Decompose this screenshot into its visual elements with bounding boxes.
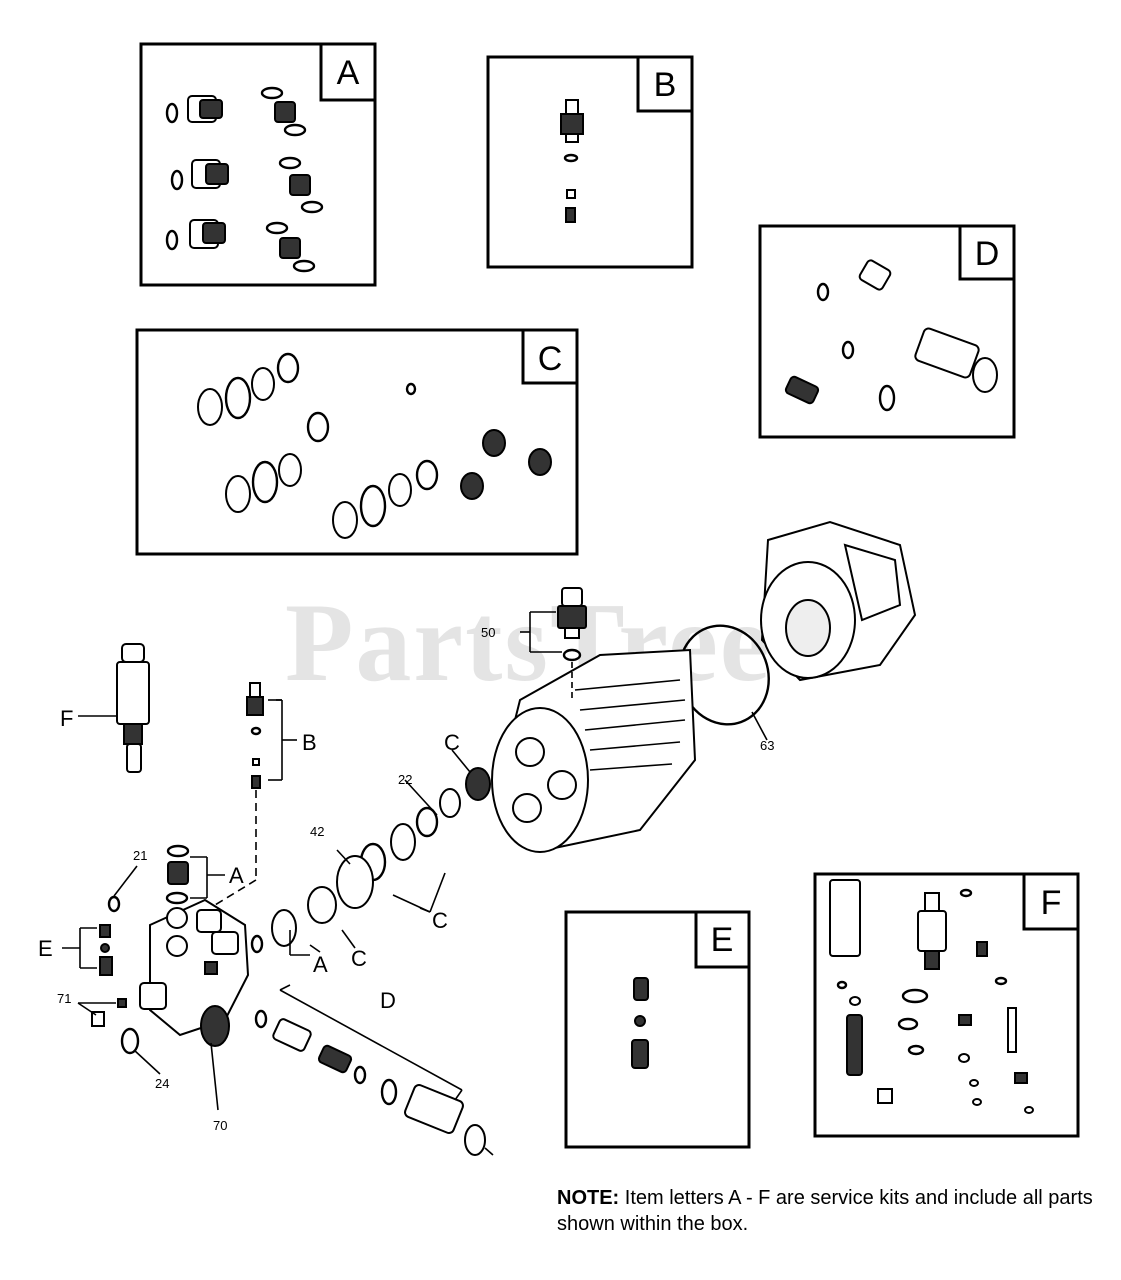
kit-c-seals-icon [197, 352, 552, 539]
callout-a-2: A [313, 952, 328, 977]
unloader-f-icon [116, 643, 150, 773]
kit-b-label: B [654, 66, 677, 104]
unloader-d-icon [254, 1009, 494, 1156]
manifold-icon [91, 844, 250, 1055]
kit-box-e: E [564, 910, 751, 1149]
kit-a-valves-icon [165, 86, 324, 273]
kit-a-label: A [337, 54, 360, 92]
kit-e-check-valve-icon [631, 977, 649, 1069]
kit-box-d: D [758, 224, 1016, 439]
fitting-b-icon [214, 682, 264, 906]
kit-box-a: A [139, 42, 377, 287]
kit-box-b: B [486, 55, 694, 269]
leader-lines [62, 699, 471, 1111]
note-text: Item letters A - F are service kits and … [557, 1187, 1093, 1235]
callout-70: 70 [213, 1118, 227, 1133]
callout-63: 63 [760, 738, 774, 753]
kit-c-label: C [538, 340, 563, 378]
note-label: NOTE: [557, 1187, 620, 1209]
kit-f-unloader-parts-icon [829, 879, 1034, 1114]
callout-c-2: C [432, 908, 448, 933]
callout-e: E [38, 936, 53, 961]
callout-24: 24 [155, 1076, 169, 1091]
callouts: F B A A C C C D E 21 22 24 42 50 63 70 7… [38, 625, 774, 1133]
drive-housing-icon [760, 520, 917, 682]
callout-a-1: A [229, 863, 244, 888]
pump-block-icon [491, 648, 697, 853]
seal-stack-icon [250, 767, 491, 954]
kit-e-label: E [711, 921, 734, 959]
callout-d: D [380, 988, 396, 1013]
callout-c-3: C [444, 730, 460, 755]
callout-c-1: C [351, 946, 367, 971]
kit-f-label: F [1041, 884, 1062, 922]
callout-22: 22 [398, 772, 412, 787]
fitting-50-icon [520, 587, 587, 702]
callout-21: 21 [133, 848, 147, 863]
callout-42: 42 [310, 824, 324, 839]
callout-f: F [60, 706, 73, 731]
kit-d-unloader-icon [784, 259, 998, 412]
kit-b-fitting-icon [560, 99, 584, 223]
callout-b: B [302, 730, 317, 755]
callout-50: 50 [481, 625, 495, 640]
kit-box-f: F [813, 872, 1080, 1138]
watermark: PartsTree [285, 581, 772, 705]
kit-d-label: D [975, 235, 1000, 273]
service-kit-note: NOTE: Item letters A - F are service kit… [557, 1185, 1097, 1237]
kit-box-c: C [135, 328, 579, 556]
callout-71: 71 [57, 991, 71, 1006]
